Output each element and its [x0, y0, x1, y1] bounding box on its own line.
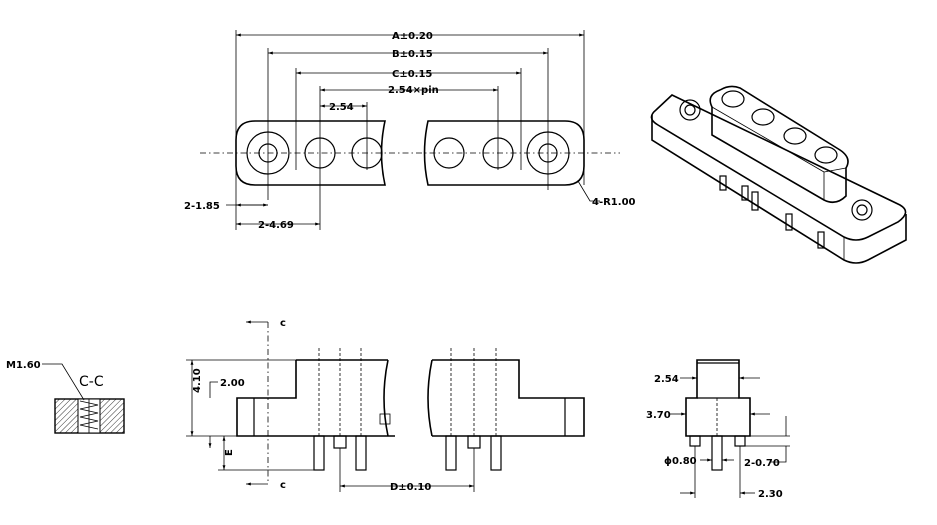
dim-radius-label: 4-R1.00 [592, 197, 636, 208]
side-view-pins [689, 435, 746, 471]
dim-a-label: A±0.20 [392, 31, 433, 42]
front-view-pins [313, 435, 502, 471]
dim-b-label: B±0.15 [392, 49, 433, 60]
dim-boss-width-label: 2.54 [654, 374, 679, 385]
section-mark-bottom: c [280, 480, 286, 491]
front-view-hidden-lines [318, 348, 497, 436]
dim-flange-label: 2.00 [220, 378, 245, 389]
section-view: C-C M1.60 [6, 360, 125, 434]
iso-boss-holes [721, 90, 838, 164]
section-thread [79, 399, 99, 433]
isometric-view [650, 85, 907, 264]
top-view-extension-lines [235, 30, 585, 230]
thread-leader [42, 363, 85, 401]
dim-base-width-label: 3.70 [646, 410, 671, 421]
dim-end-offset-label: 2-1.85 [184, 201, 220, 212]
thread-label: M1.60 [6, 360, 41, 371]
front-view: c c 4.10 2.00 E D±0.10 [186, 318, 585, 493]
dim-pin-span-label: 2.54×pin [388, 85, 439, 96]
dim-c-label: C±0.15 [392, 69, 432, 80]
dim-d-label: D±0.10 [390, 482, 431, 493]
dim-pin-dia-label: ϕ0.80 [664, 456, 697, 467]
front-view-body-right [427, 359, 585, 437]
dim-pin-length-label: E [224, 449, 235, 456]
section-mark-top: c [280, 318, 286, 329]
dim-radius-leader [577, 180, 600, 202]
iso-mount-holes [679, 99, 873, 221]
top-view-body-right [423, 120, 585, 186]
iso-base-side [651, 115, 907, 264]
section-title: C-C [79, 374, 104, 390]
dim-pitch-label: 2.54 [329, 102, 354, 113]
dim-height-label: 4.10 [192, 368, 203, 393]
top-view: A±0.20 B±0.15 C±0.15 2.54×pin 2.54 2-1.8… [184, 30, 636, 231]
dim-flange-leader [209, 381, 218, 398]
iso-pins [719, 175, 825, 249]
iso-boss [709, 85, 849, 204]
side-view: 2.54 3.70 2-0.70 ϕ0.80 2.30 [646, 359, 790, 500]
dim-hole-offset-label: 2-4.69 [258, 220, 294, 231]
front-view-body-left [236, 359, 395, 437]
dim-pin-gap-label: 2.30 [758, 489, 783, 500]
dim-pin-step-label: 2-0.70 [744, 458, 780, 469]
